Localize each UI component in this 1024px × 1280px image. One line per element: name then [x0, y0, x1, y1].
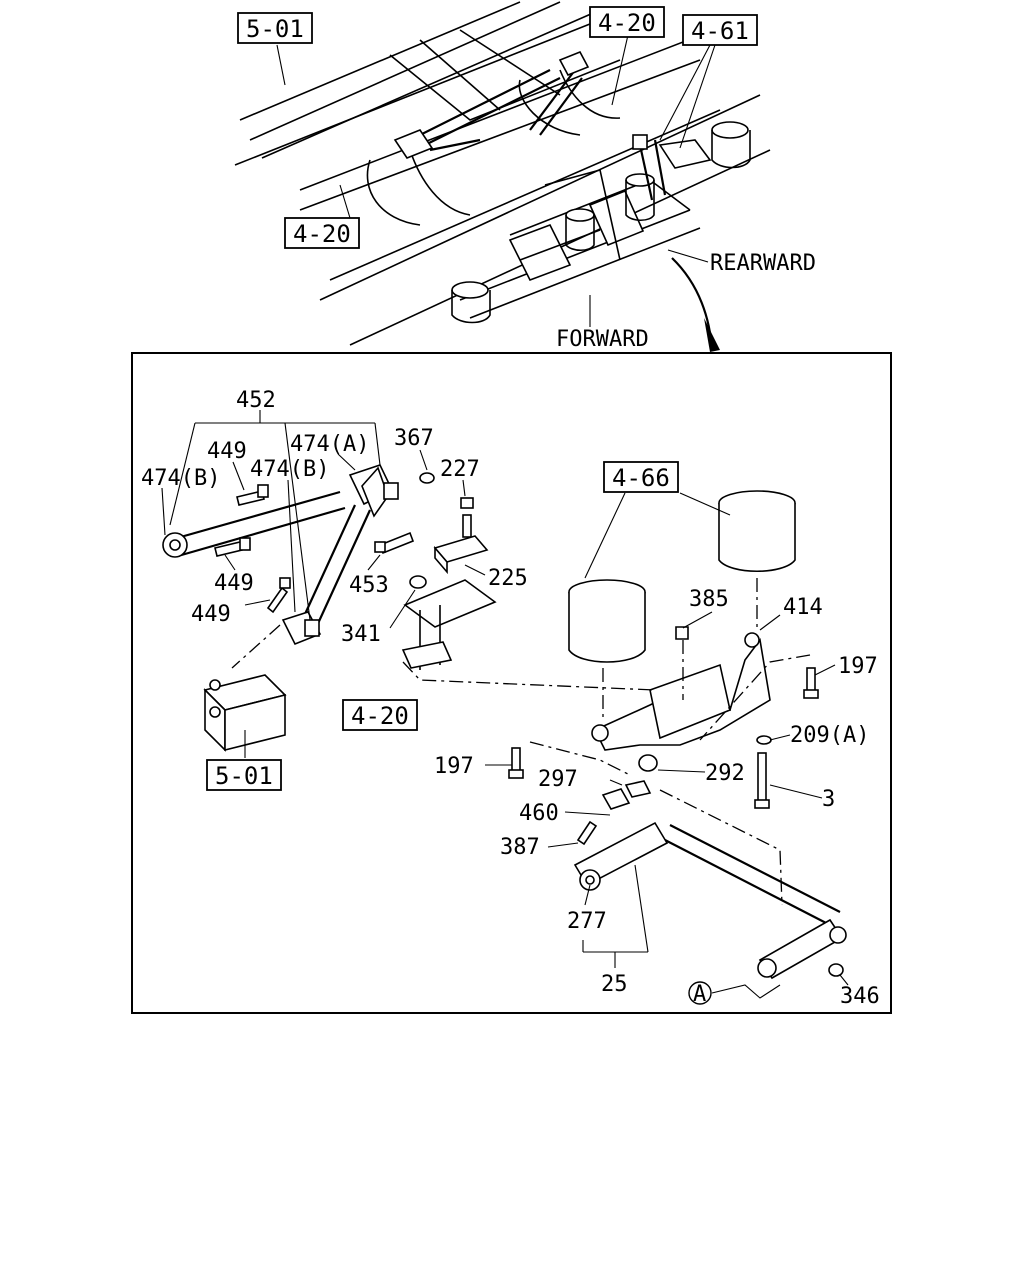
callout-474b-left: 474(B): [141, 466, 220, 491]
air-spring-ref-box[interactable]: [603, 461, 679, 493]
callout-297: 297: [538, 767, 578, 792]
frame-ref-label: 5-01: [246, 15, 304, 43]
circle-a-label: A: [693, 982, 706, 1007]
callout-209a: 209(A): [790, 723, 869, 748]
frame-ref-detail-box[interactable]: [206, 759, 282, 791]
callout-474a: 474(A): [290, 432, 369, 457]
callout-449-mid: 449: [214, 571, 254, 596]
callout-474b-mid: 474(B): [250, 457, 329, 482]
callout-25: 25: [601, 972, 628, 997]
callout-460: 460: [519, 801, 559, 826]
callout-414: 414: [783, 595, 823, 620]
leader-lines: [161, 410, 849, 999]
callout-449-top: 449: [207, 439, 247, 464]
callout-453: 453: [349, 573, 389, 598]
frame-ref-detail-label: 5-01: [215, 762, 273, 790]
callout-227: 227: [440, 457, 480, 482]
bracket-ref-label: 4-20: [351, 702, 409, 730]
arm-ref-left-box[interactable]: [284, 217, 360, 249]
callout-292: 292: [705, 761, 745, 786]
callout-277: 277: [567, 909, 607, 934]
callout-387: 387: [500, 835, 540, 860]
callout-197-right: 197: [838, 654, 878, 679]
arm-ref-top-box[interactable]: [589, 6, 665, 38]
air-spring-ref-label: 4-66: [612, 464, 670, 492]
detail-frame: [131, 352, 892, 1014]
callout-225: 225: [488, 566, 528, 591]
bracket-ref-box[interactable]: [342, 699, 418, 731]
detail-illustration: [162, 464, 847, 980]
frame-ref-box[interactable]: [237, 12, 313, 44]
callout-367: 367: [394, 426, 434, 451]
rearward-label: REARWARD: [710, 251, 816, 276]
callout-197-left: 197: [434, 754, 474, 779]
callout-452: 452: [236, 388, 276, 413]
overview-illustration: [234, 1, 771, 352]
callout-3: 3: [822, 787, 835, 812]
shock-ref-box[interactable]: [682, 14, 758, 46]
callout-341: 341: [341, 622, 381, 647]
arm-ref-left-label: 4-20: [293, 220, 351, 248]
callout-449-low: 449: [191, 602, 231, 627]
reference-circle-a: [688, 981, 712, 1005]
shock-ref-label: 4-61: [691, 17, 749, 45]
callout-385: 385: [689, 587, 729, 612]
arm-ref-top-label: 4-20: [598, 9, 656, 37]
callout-346: 346: [840, 984, 880, 1009]
forward-label: FORWARD: [556, 327, 649, 352]
